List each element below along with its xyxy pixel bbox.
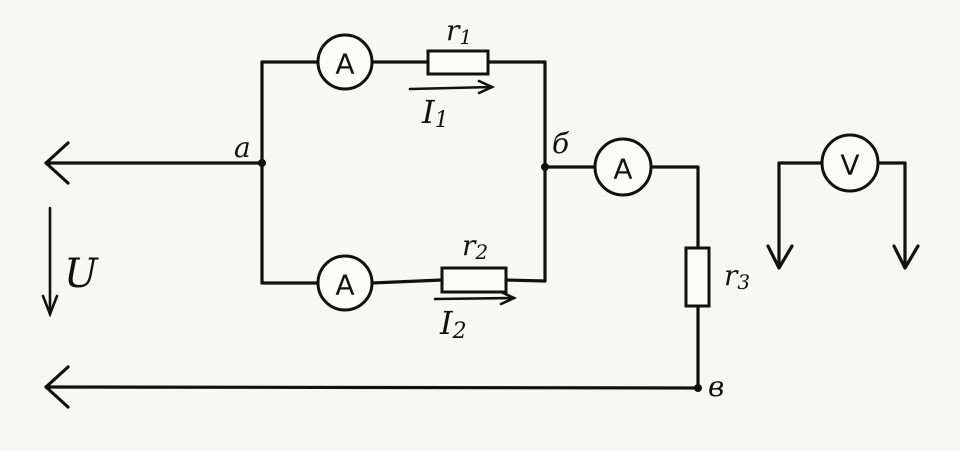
node-a-label: a	[234, 131, 251, 164]
ammeter-series-circle	[593, 137, 653, 197]
ammeter-series: A	[593, 137, 653, 197]
resistor-3-body	[684, 246, 711, 308]
node-v-label: в	[708, 370, 724, 403]
ammeter-bottom: A	[316, 254, 374, 312]
branch2-wire-b	[370, 278, 444, 285]
resistor-3-label: r3	[724, 259, 750, 294]
current-i1-arrow-head-icon	[477, 79, 496, 95]
node-v-dot	[694, 384, 702, 392]
voltmeter-right-lead	[876, 161, 907, 267]
voltmeter-symbol: V	[840, 149, 859, 182]
series-wire-b	[649, 165, 700, 250]
terminal-arrows	[44, 141, 70, 409]
current-i2-arrow-shaft	[433, 296, 516, 301]
current-i2-arrow-head-icon	[499, 290, 518, 306]
node-b-dot	[541, 163, 549, 171]
resistor-2-body	[440, 266, 508, 294]
voltage-arrow-head-icon	[41, 294, 59, 318]
ammeter-bottom-symbol: A	[335, 269, 354, 302]
voltmeter-left-lead	[777, 161, 824, 267]
wires	[44, 60, 700, 390]
ammeter-top-circle	[316, 33, 374, 91]
nodes: a б в	[234, 127, 724, 403]
resistor-1: r1	[426, 14, 490, 76]
resistor-1-label: r1	[446, 14, 472, 49]
voltmeter-circle	[820, 133, 880, 193]
ammeter-top: A	[316, 33, 374, 91]
current-i1: I1	[408, 79, 496, 133]
current-i2: I2	[433, 290, 518, 344]
current-i1-arrow-shaft	[408, 85, 494, 91]
resistor-2: r2	[440, 229, 508, 294]
resistor-2-label: r2	[462, 229, 488, 264]
top-terminal-arrow-icon	[44, 141, 70, 185]
resistor-1-body	[426, 49, 490, 76]
current-i1-label: I1	[421, 93, 449, 133]
current-i2-label: I2	[439, 304, 467, 344]
voltage-indicator: U	[41, 206, 99, 318]
voltage-label: U	[64, 251, 99, 297]
node-b-label: б	[552, 127, 570, 160]
ammeter-top-symbol: A	[335, 48, 354, 81]
resistor-3: r3	[684, 246, 750, 308]
voltmeter-left-probe-icon	[766, 244, 794, 270]
ammeter-bottom-circle	[316, 254, 374, 312]
bottom-terminal-arrow-icon	[44, 365, 70, 409]
voltmeter-right-probe-icon	[892, 244, 920, 270]
node-a-dot	[258, 159, 266, 167]
branch2-wire-c	[504, 278, 547, 283]
voltmeter: V	[766, 133, 920, 270]
bottom-return-wire	[44, 385, 700, 390]
ammeter-series-symbol: A	[613, 153, 632, 186]
